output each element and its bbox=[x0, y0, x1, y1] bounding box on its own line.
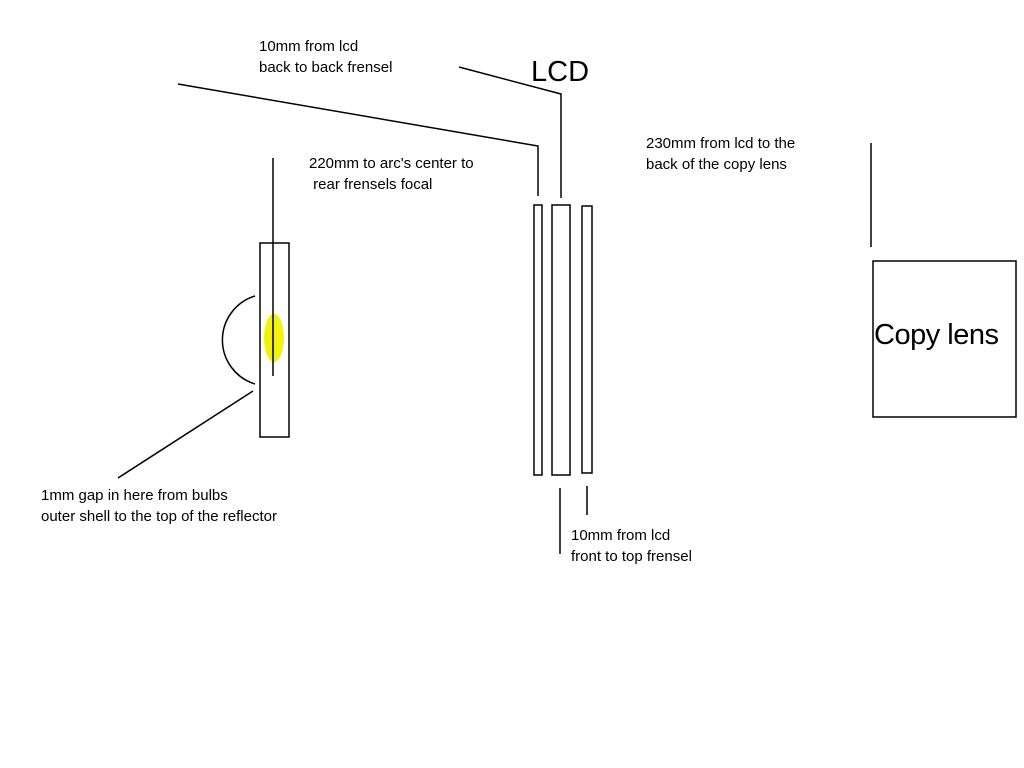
arc-distance-note: 220mm to arc's center to rear frensels f… bbox=[309, 155, 474, 193]
front-gap-note: 10mm from lcd front to top frensel bbox=[571, 527, 692, 565]
bulb-gap-leader bbox=[117, 390, 254, 479]
arc-distance-leader bbox=[177, 83, 539, 196]
back-gap-note: 10mm from lcd back to back frensel bbox=[259, 38, 393, 76]
lcd-label: LCD bbox=[531, 56, 590, 88]
rear-fresnel-panel bbox=[533, 204, 543, 476]
front-fresnel-panel bbox=[581, 205, 593, 474]
lens-distance-note: 230mm from lcd to the back of the copy l… bbox=[646, 135, 796, 173]
reflector-arc bbox=[221, 295, 256, 385]
copy-lens-box bbox=[872, 260, 1017, 418]
copy-lens-label: Copy lens bbox=[874, 319, 999, 351]
bulb-gap-note: 1mm gap in here from bulbs outer shell t… bbox=[41, 487, 277, 525]
bulb-arc-glow bbox=[264, 314, 284, 362]
bulb-tube bbox=[259, 242, 290, 438]
lcd-panel bbox=[551, 204, 571, 476]
lcd-leader bbox=[458, 66, 562, 198]
